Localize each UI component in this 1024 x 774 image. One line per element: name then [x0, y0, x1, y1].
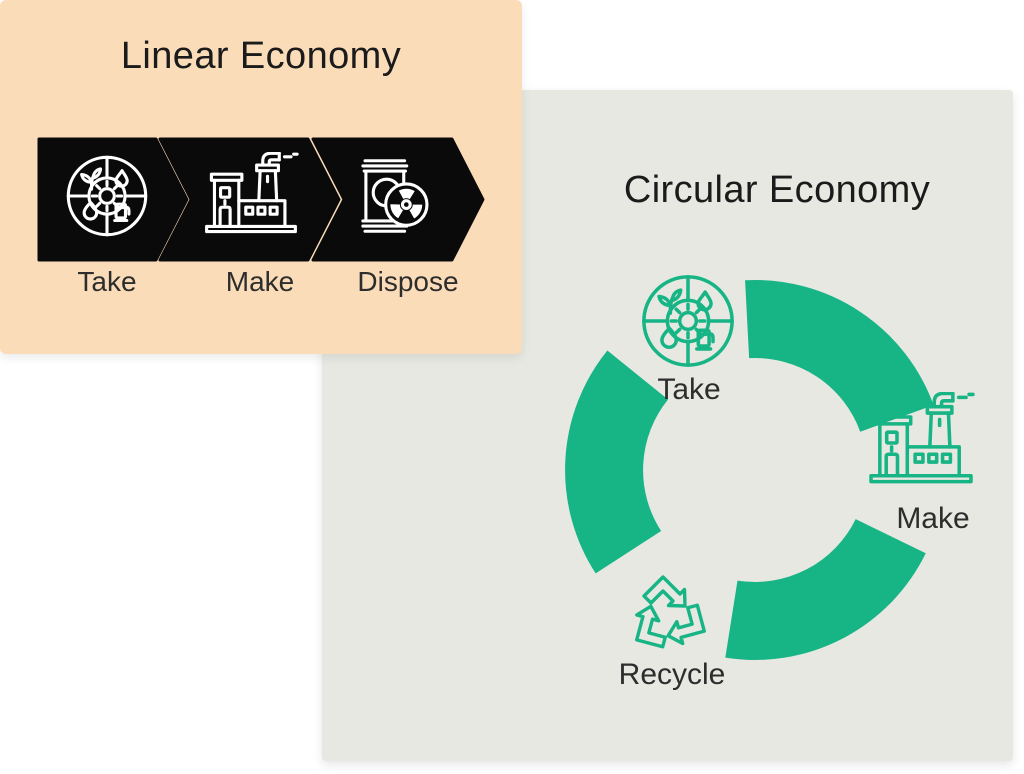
linear-step-label-take: Take [77, 266, 137, 297]
natural-resources-icon [642, 275, 734, 367]
linear-step-label-make: Make [225, 266, 295, 297]
cycle-arc-make-to-recycle [725, 518, 926, 660]
recycle-arrows-icon [626, 577, 714, 656]
circular-step-label-make: Make [896, 502, 970, 535]
circular-economy-title: Circular Economy [623, 169, 931, 211]
cycle-arc-take-to-make [745, 280, 934, 433]
circular-step-label-recycle: Recycle [618, 658, 726, 691]
linear-step-label-dispose: Dispose [357, 266, 459, 297]
circular-step-label-take: Take [657, 373, 721, 406]
linear-economy-title: Linear Economy [120, 35, 402, 77]
circular-cycle-diagram [565, 275, 975, 660]
cycle-arc-recycle-to-take [565, 350, 669, 574]
linear-process-arrows [37, 137, 485, 262]
linear-economy-panel: Linear Economy Take Make Dispose [0, 0, 522, 354]
